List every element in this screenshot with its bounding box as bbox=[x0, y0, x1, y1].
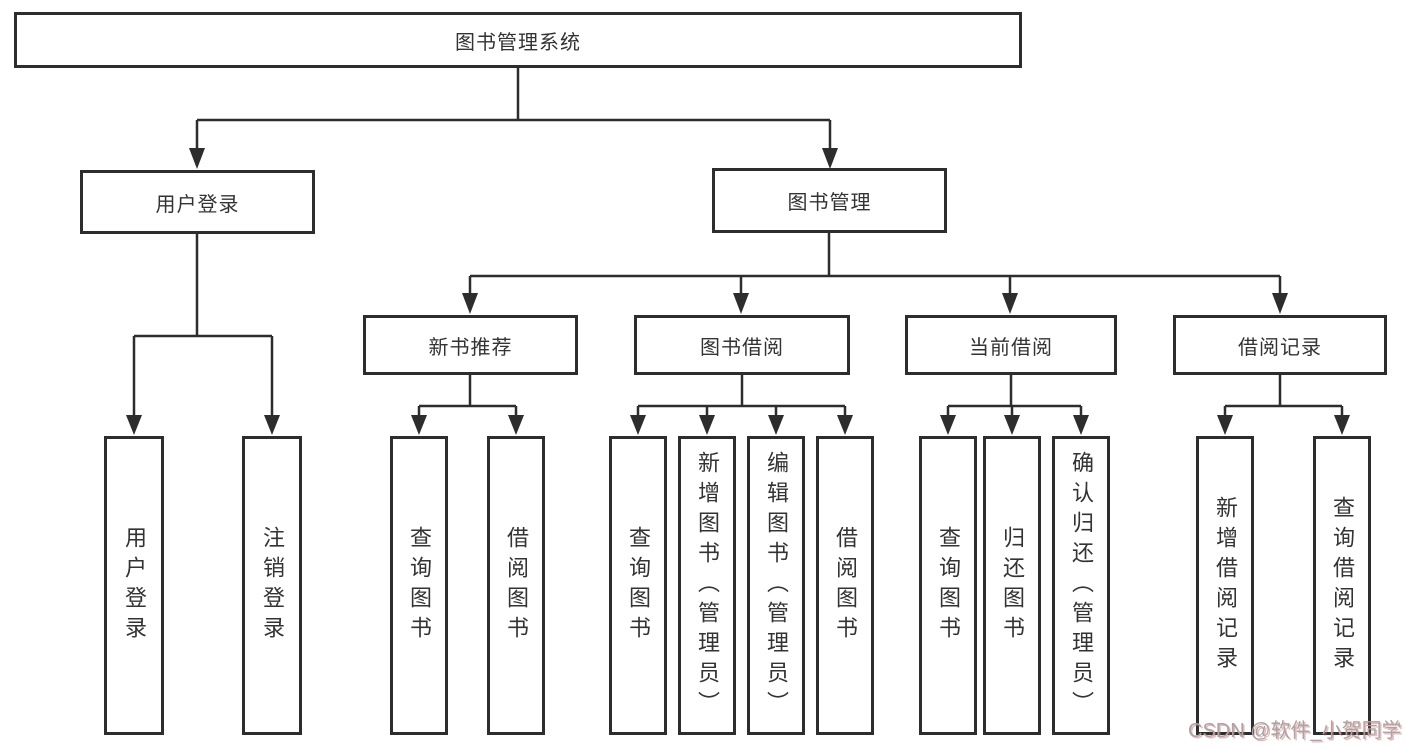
node-leaf-current-query-books: 查询图书 bbox=[919, 436, 977, 735]
arrowhead bbox=[768, 415, 784, 435]
node-leaf-current-query-books-label: 查询图书 bbox=[936, 525, 961, 646]
arrowhead bbox=[733, 293, 749, 314]
node-root: 图书管理系统 bbox=[14, 12, 1022, 68]
connector-borrow-record-children bbox=[1223, 375, 1344, 418]
connector-current-borrow-children bbox=[946, 375, 1083, 418]
arrowhead bbox=[1004, 415, 1020, 435]
node-leaf-rec-borrow-books: 借阅图书 bbox=[487, 436, 545, 735]
node-leaf-borrow-add-books: 新增图书（管理员） bbox=[678, 436, 736, 735]
node-current-borrow: 当前借阅 bbox=[905, 315, 1117, 375]
node-new-book-rec: 新书推荐 bbox=[363, 315, 578, 375]
node-new-book-rec-label: 新书推荐 bbox=[428, 336, 513, 359]
node-leaf-current-return-books: 归还图书 bbox=[983, 436, 1041, 735]
arrowhead bbox=[189, 148, 205, 169]
node-leaf-borrow-query-books: 查询图书 bbox=[609, 436, 667, 735]
arrowhead bbox=[940, 415, 956, 435]
node-leaf-rec-borrow-books-label: 借阅图书 bbox=[504, 525, 529, 646]
node-leaf-record-query: 查询借阅记录 bbox=[1313, 436, 1371, 735]
node-leaf-rec-query-books-label: 查询图书 bbox=[407, 525, 432, 646]
node-leaf-record-add-label: 新增借阅记录 bbox=[1213, 495, 1238, 676]
node-leaf-logout-label: 注销登录 bbox=[260, 525, 285, 646]
arrowhead bbox=[462, 293, 478, 314]
node-leaf-logout: 注销登录 bbox=[242, 436, 302, 735]
arrowhead bbox=[1334, 415, 1350, 435]
node-leaf-current-confirm-return: 确认归还（管理员） bbox=[1052, 436, 1110, 735]
arrowhead bbox=[699, 415, 715, 435]
node-leaf-borrow-query-books-label: 查询图书 bbox=[626, 525, 651, 646]
node-borrow-record: 借阅记录 bbox=[1173, 315, 1387, 375]
arrowhead bbox=[822, 148, 838, 169]
arrowhead bbox=[630, 415, 646, 435]
arrowhead bbox=[837, 415, 853, 435]
connector-book-borrow-children bbox=[636, 375, 847, 418]
arrowhead bbox=[1002, 293, 1018, 314]
node-current-borrow-label: 当前借阅 bbox=[969, 336, 1053, 359]
arrowhead bbox=[126, 415, 142, 435]
arrowhead bbox=[508, 415, 524, 435]
node-leaf-record-add: 新增借阅记录 bbox=[1196, 436, 1254, 735]
arrowhead bbox=[1272, 293, 1288, 314]
node-leaf-borrow-edit-books-label: 编辑图书（管理员） bbox=[764, 450, 789, 721]
node-user-login-label: 用户登录 bbox=[155, 193, 240, 216]
arrowhead bbox=[411, 415, 427, 435]
node-leaf-borrow-borrow-books-label: 借阅图书 bbox=[833, 525, 858, 646]
node-book-mgmt-label: 图书管理 bbox=[787, 192, 872, 214]
connector-user-login-children bbox=[132, 234, 274, 418]
node-book-borrow-label: 图书借阅 bbox=[700, 336, 784, 359]
node-leaf-borrow-borrow-books: 借阅图书 bbox=[816, 436, 874, 735]
node-book-mgmt: 图书管理 bbox=[712, 168, 947, 233]
arrowheads bbox=[126, 148, 1350, 435]
node-leaf-current-confirm-return-label: 确认归还（管理员） bbox=[1069, 450, 1094, 721]
node-leaf-borrow-edit-books: 编辑图书（管理员） bbox=[747, 436, 805, 735]
arrowhead bbox=[1217, 415, 1233, 435]
csdn-watermark: CSDN @软件_小贺同学 bbox=[1188, 720, 1402, 742]
arrowhead bbox=[264, 415, 280, 435]
arrowhead bbox=[1073, 415, 1089, 435]
node-leaf-user-login-label: 用户登录 bbox=[122, 525, 147, 646]
node-leaf-current-return-books-label: 归还图书 bbox=[1000, 525, 1025, 646]
node-leaf-borrow-add-books-label: 新增图书（管理员） bbox=[695, 450, 720, 721]
node-book-borrow: 图书借阅 bbox=[634, 315, 850, 375]
node-leaf-rec-query-books: 查询图书 bbox=[390, 436, 448, 735]
node-user-login: 用户登录 bbox=[80, 170, 315, 234]
node-root-label: 图书管理系统 bbox=[455, 31, 581, 54]
node-leaf-record-query-label: 查询借阅记录 bbox=[1330, 495, 1355, 676]
connector-root-to-level2 bbox=[195, 68, 832, 152]
node-borrow-record-label: 借阅记录 bbox=[1238, 336, 1322, 359]
connector-book-mgmt-children bbox=[468, 233, 1282, 297]
node-leaf-user-login: 用户登录 bbox=[104, 436, 164, 735]
connector-new-book-rec-children bbox=[417, 375, 518, 418]
